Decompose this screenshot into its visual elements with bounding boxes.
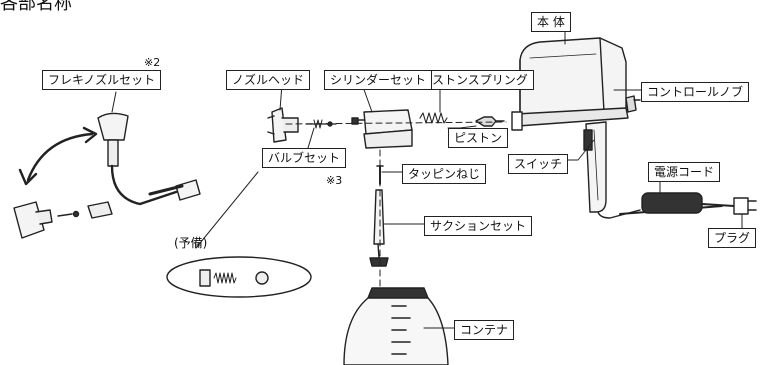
piston-illustration	[475, 116, 505, 127]
label-tapping-screw: タッピンねじ	[402, 164, 487, 184]
label-power-cord: 電源コード	[648, 162, 721, 182]
page-title: 各部名称	[0, 0, 72, 14]
label-container: コンテナ	[454, 320, 515, 340]
label-piston: ピストン	[448, 128, 509, 148]
label-nozzle-head: ノズルヘッド	[226, 70, 311, 90]
container-illustration	[343, 287, 449, 365]
label-piston-spring: ピストンスプリング	[414, 70, 534, 90]
power-cord-illustration	[597, 192, 757, 219]
label-flexi-nozzle-set: フレキノズルセット	[42, 70, 162, 90]
note-3: ※3	[326, 174, 343, 187]
label-valve-set: バルブセット	[262, 148, 347, 168]
suction-set-illustration	[369, 189, 389, 267]
label-plug: プラグ	[708, 228, 757, 248]
note-2: ※2	[144, 56, 161, 69]
label-switch: スイッチ	[508, 154, 569, 174]
piston-spring-illustration	[419, 112, 448, 124]
label-control-knob: コントロールノブ	[641, 82, 750, 102]
label-main-body: 本 体	[531, 12, 571, 32]
flexi-nozzle-illustration	[13, 112, 201, 239]
label-spare: (予備)	[174, 236, 208, 250]
spare-parts-illustration	[166, 256, 312, 298]
label-suction-set: サクションセット	[424, 216, 533, 236]
cylinder-set-illustration	[351, 109, 413, 149]
nozzle-head-illustration	[267, 107, 299, 143]
label-cylinder-set: シリンダーセット	[324, 70, 433, 90]
main-body-illustration	[511, 37, 641, 213]
